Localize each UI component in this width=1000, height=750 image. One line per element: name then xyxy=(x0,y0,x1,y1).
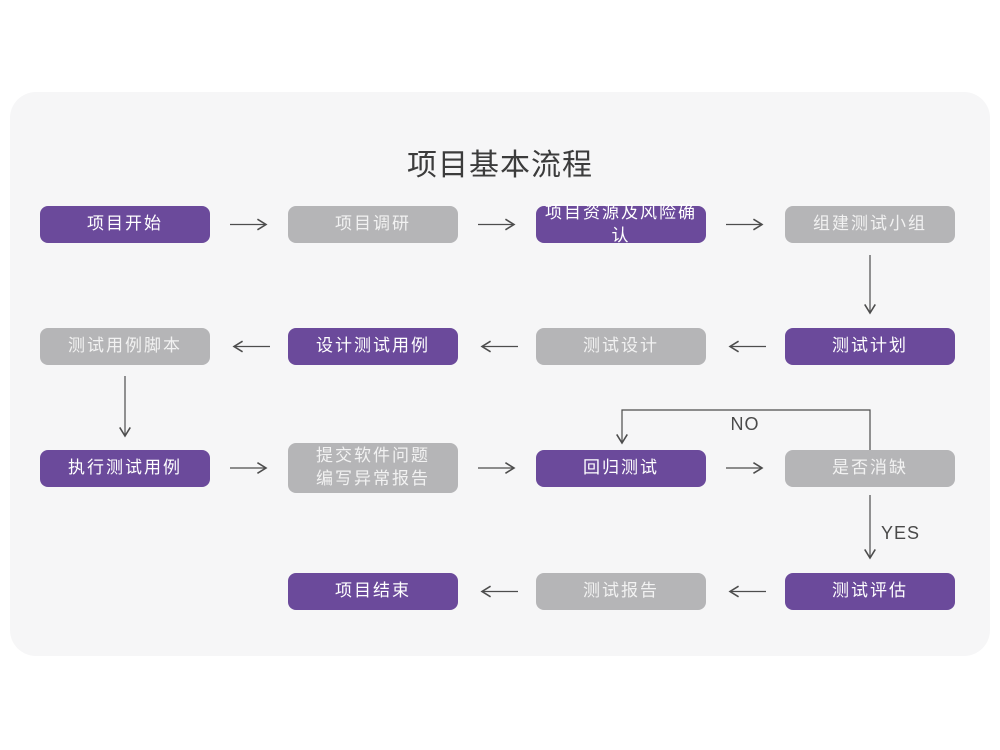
flow-node-submit-issue-report: 提交软件问题 编写异常报告 xyxy=(288,443,458,493)
flow-node-test-plan: 测试计划 xyxy=(785,328,955,365)
flow-node-regression-test: 回归测试 xyxy=(536,450,706,487)
flow-node-project-start: 项目开始 xyxy=(40,206,210,243)
flow-node-test-evaluation: 测试评估 xyxy=(785,573,955,610)
flow-node-build-test-team: 组建测试小组 xyxy=(785,206,955,243)
flow-node-project-research: 项目调研 xyxy=(288,206,458,243)
flow-node-design-test-case: 设计测试用例 xyxy=(288,328,458,365)
flow-node-project-end: 项目结束 xyxy=(288,573,458,610)
diagram-title: 项目基本流程 xyxy=(407,149,593,182)
flow-node-test-report: 测试报告 xyxy=(536,573,706,610)
no-branch-label: NO xyxy=(730,414,760,434)
flow-node-test-design: 测试设计 xyxy=(536,328,706,365)
flow-node-execute-test-case: 执行测试用例 xyxy=(40,450,210,487)
flow-node-test-case-script: 测试用例脚本 xyxy=(40,328,210,365)
flowchart-card xyxy=(10,92,990,656)
flow-node-defect-cleared: 是否消缺 xyxy=(785,450,955,487)
arrow-no-loop-defect-cleared-to-regression-test xyxy=(616,409,871,450)
flow-node-resource-risk-confirm: 项目资源及风险确认 xyxy=(536,203,706,245)
yes-branch-label: YES xyxy=(881,523,921,543)
